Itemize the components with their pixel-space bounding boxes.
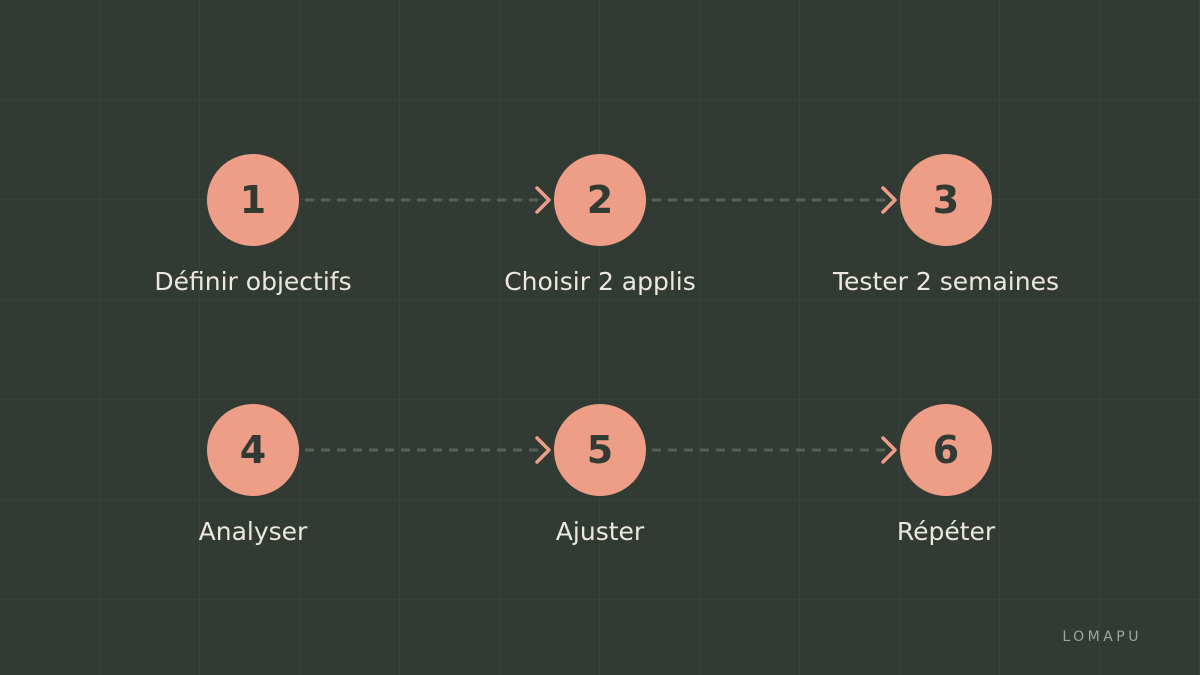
step-label: Analyser: [198, 517, 308, 546]
brand-logo-text: LOMAPU: [1062, 629, 1142, 645]
step-number-badge: 1: [207, 154, 299, 246]
chevron-right-icon: [535, 186, 551, 214]
step-label: Ajuster: [555, 517, 645, 546]
step-label: Répéter: [896, 517, 996, 546]
step-number-badge: 5: [554, 404, 646, 496]
step-label: Définir objectifs: [154, 267, 352, 296]
step-number-badge: 2: [554, 154, 646, 246]
chevron-right-icon: [881, 436, 897, 464]
chevron-right-icon: [535, 436, 551, 464]
step-label: Choisir 2 applis: [504, 267, 696, 296]
connector-arrow-1-2: [305, 186, 551, 214]
step-label: Tester 2 semaines: [833, 267, 1059, 296]
chevron-right-icon: [881, 186, 897, 214]
step-number-badge: 6: [900, 404, 992, 496]
connector-arrow-2-3: [652, 186, 897, 214]
connector-arrow-5-6: [652, 436, 897, 464]
connector-arrow-4-5: [305, 436, 551, 464]
step-number-badge: 3: [900, 154, 992, 246]
step-number-badge: 4: [207, 404, 299, 496]
